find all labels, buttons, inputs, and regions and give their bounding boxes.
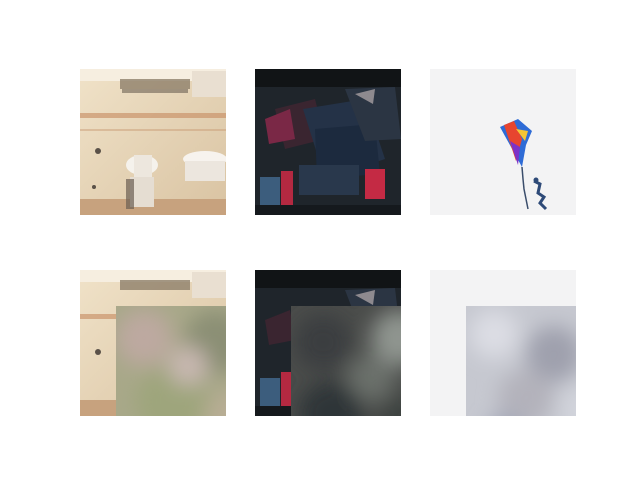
bathroom-reconstruction-patch <box>116 306 226 416</box>
kite-thumbnail <box>430 69 576 215</box>
clothes-thumbnail <box>255 69 401 215</box>
kite-masked-thumbnail <box>430 270 576 416</box>
clothes-masked-thumbnail <box>255 270 401 416</box>
bathroom-masked-thumbnail <box>80 270 226 416</box>
clothes-image <box>255 69 401 215</box>
clothes-reconstruction-patch <box>291 306 401 416</box>
kite-image <box>430 69 576 215</box>
kite-reconstruction-patch <box>466 306 576 416</box>
bathroom-thumbnail <box>80 69 226 215</box>
bathroom-image <box>80 69 226 215</box>
